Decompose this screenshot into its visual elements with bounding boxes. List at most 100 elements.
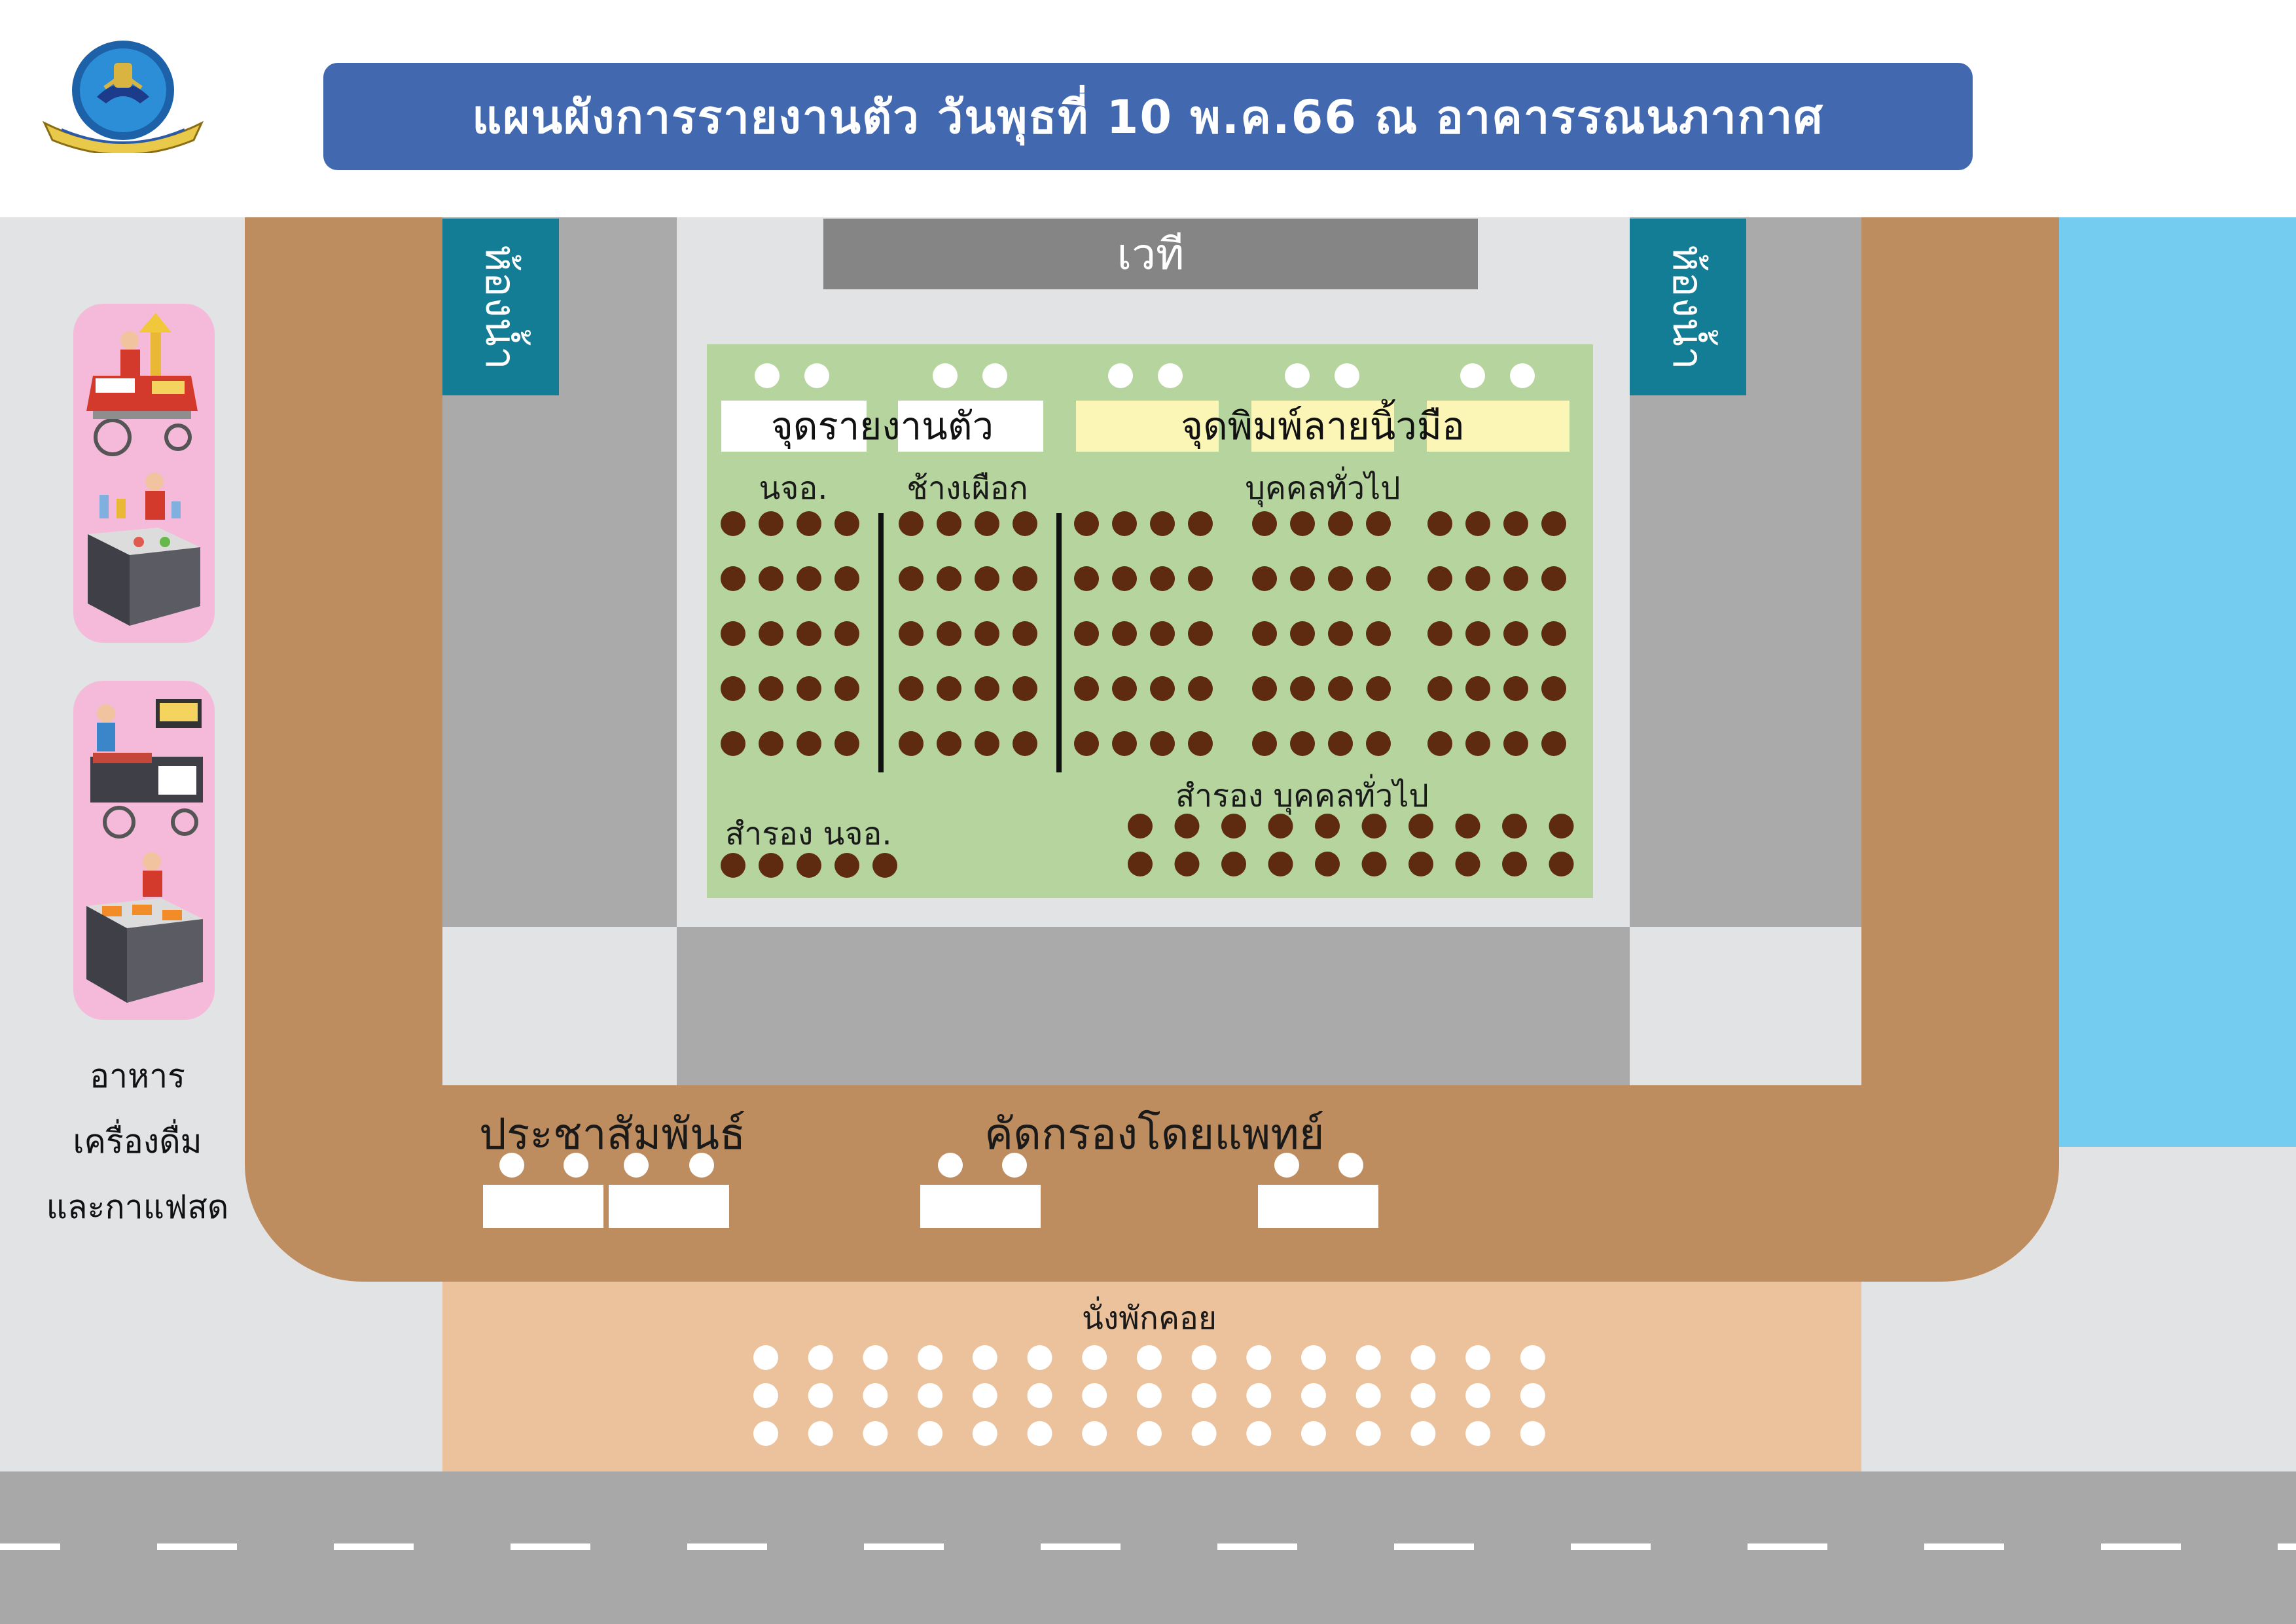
- waiting-seat: [1465, 1421, 1491, 1446]
- seat-reserve-general: [1268, 852, 1293, 876]
- food-label-line-3: และกาแฟสด: [46, 1188, 229, 1226]
- public-relations-label: ประชาสัมพันธ์: [479, 1109, 746, 1159]
- seat-general-public: [1074, 566, 1099, 591]
- seating-divider-1: [878, 513, 884, 772]
- waiting-seat: [1355, 1383, 1381, 1408]
- road-lane-mark: [864, 1543, 944, 1550]
- seat-general-public: [1252, 731, 1277, 756]
- waiting-seat: [863, 1345, 888, 1370]
- seat-general-public: [1112, 731, 1137, 756]
- seat-general-public: [1290, 511, 1315, 536]
- reserve-general-label: สำรอง บุคคลทั่วไป: [1175, 778, 1429, 814]
- seat-reserve-general: [1549, 814, 1574, 839]
- seat-general-public: [1074, 676, 1099, 701]
- seat-reserve-general: [1315, 814, 1340, 839]
- seat-reserve-general: [1315, 852, 1340, 876]
- waiting-seat: [1027, 1421, 1052, 1446]
- seat-general-public: [1366, 621, 1391, 646]
- waiting-seat: [1136, 1383, 1162, 1408]
- seat-nor-jor-or: [759, 566, 783, 591]
- staff-chair: [1335, 363, 1359, 388]
- staff-chair: [804, 363, 829, 388]
- seat-chang-phueak: [1013, 621, 1037, 646]
- seat-nor-jor-or: [721, 676, 745, 701]
- seat-general-public: [1290, 731, 1315, 756]
- seat-general-public: [1366, 511, 1391, 536]
- seat-nor-jor-or: [721, 566, 745, 591]
- desk-chair: [624, 1153, 649, 1178]
- seat-general-public: [1503, 566, 1528, 591]
- road-lane-mark: [1394, 1543, 1474, 1550]
- seat-nor-jor-or: [759, 731, 783, 756]
- buffet-counter-icon: [80, 848, 208, 1013]
- seat-chang-phueak: [1013, 566, 1037, 591]
- seat-reserve-general: [1221, 852, 1246, 876]
- seat-general-public: [1252, 676, 1277, 701]
- seat-chang-phueak: [937, 621, 961, 646]
- seat-chang-phueak: [975, 566, 999, 591]
- seat-general-public: [1427, 621, 1452, 646]
- seat-nor-jor-or: [834, 621, 859, 646]
- seat-reserve-general: [1455, 814, 1480, 839]
- seat-chang-phueak: [899, 731, 924, 756]
- waiting-seat: [1082, 1345, 1107, 1370]
- waiting-seat: [1301, 1345, 1326, 1370]
- seat-nor-jor-or: [797, 511, 821, 536]
- group-label-nor-jor-or: นจอ.: [759, 470, 828, 507]
- seat-nor-jor-or: [834, 566, 859, 591]
- waiting-seat: [1191, 1383, 1217, 1408]
- food-label-line-1: อาหาร: [90, 1057, 185, 1095]
- seat-chang-phueak: [975, 511, 999, 536]
- staff-chair: [755, 363, 780, 388]
- waiting-seat: [1465, 1383, 1491, 1408]
- seat-chang-phueak: [899, 511, 924, 536]
- waiting-seat: [1191, 1345, 1217, 1370]
- desk-chair: [938, 1153, 963, 1178]
- registration-point-label: จุดรายงานตัว: [770, 404, 994, 448]
- seat-general-public: [1328, 676, 1353, 701]
- seat-nor-jor-or: [797, 621, 821, 646]
- waiting-seat: [1136, 1421, 1162, 1446]
- seat-chang-phueak: [899, 676, 924, 701]
- seat-general-public: [1328, 511, 1353, 536]
- pond-water: [2059, 217, 2296, 1147]
- seat-reserve-general: [1268, 814, 1293, 839]
- seat-general-public: [1074, 511, 1099, 536]
- page-title: แผนผังการรายงานตัว วันพุธที่ 10 พ.ค.66 ณ…: [323, 63, 1973, 170]
- seat-general-public: [1366, 676, 1391, 701]
- waiting-seat: [808, 1421, 833, 1446]
- waiting-seat: [918, 1383, 943, 1408]
- seat-nor-jor-or: [834, 511, 859, 536]
- waiting-seat: [1465, 1345, 1491, 1370]
- seat-general-public: [1112, 566, 1137, 591]
- fingerprint-header-box-3: [1427, 401, 1570, 452]
- seat-general-public: [1541, 511, 1566, 536]
- waiting-seat: [1410, 1345, 1436, 1370]
- waiting-seat: [1520, 1421, 1545, 1446]
- seat-general-public: [1328, 621, 1353, 646]
- waiting-seat: [972, 1383, 997, 1408]
- road-lane-mark: [157, 1543, 237, 1550]
- waiting-seat: [1246, 1345, 1272, 1370]
- reserve-nor-jor-or-label: สำรอง นจอ.: [725, 816, 892, 852]
- seating-divider-2: [1056, 513, 1062, 772]
- waiting-seat: [1191, 1421, 1217, 1446]
- seat-nor-jor-or: [759, 621, 783, 646]
- seat-general-public: [1427, 511, 1452, 536]
- desk-chair: [499, 1153, 524, 1178]
- seat-chang-phueak: [937, 676, 961, 701]
- seat-reserve-general: [1408, 852, 1433, 876]
- seat-nor-jor-or: [797, 676, 821, 701]
- waiting-seat: [1301, 1383, 1326, 1408]
- seat-general-public: [1465, 731, 1490, 756]
- seat-general-public: [1188, 511, 1213, 536]
- seat-reserve-general: [1455, 852, 1480, 876]
- stage: เวที: [823, 219, 1478, 289]
- seat-general-public: [1290, 676, 1315, 701]
- waiting-seat: [1027, 1383, 1052, 1408]
- seat-general-public: [1188, 731, 1213, 756]
- waiting-seat: [753, 1383, 778, 1408]
- seat-general-public: [1188, 566, 1213, 591]
- seat-chang-phueak: [1013, 676, 1037, 701]
- bbq-food-cart-icon: [80, 694, 208, 846]
